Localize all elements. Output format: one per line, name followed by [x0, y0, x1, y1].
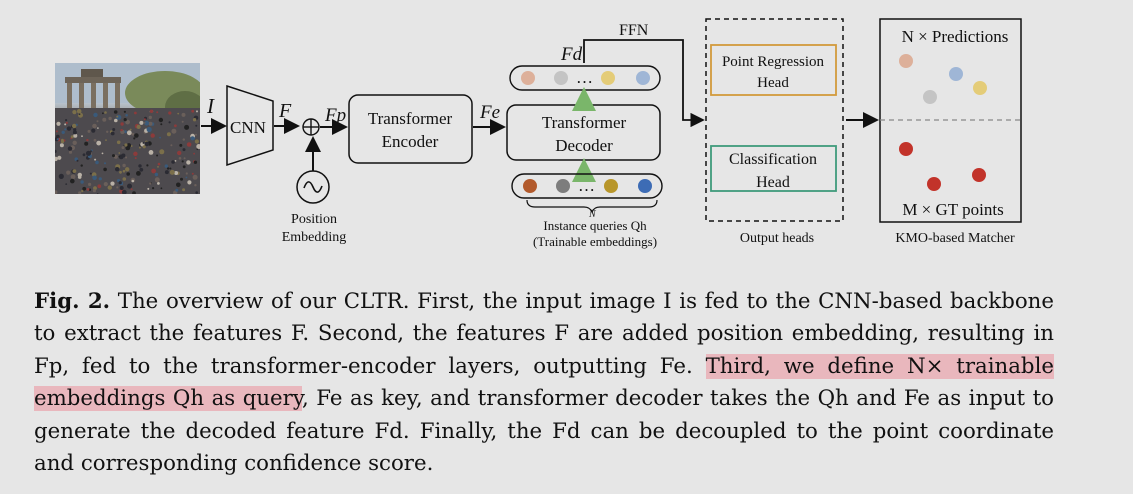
- point-regression-head: [710, 44, 837, 96]
- cls-head-label-2: Head: [756, 174, 790, 191]
- input-crowd-image: [55, 63, 200, 194]
- cls-head-label-1: Classification: [729, 151, 817, 168]
- query-dot: [523, 179, 537, 193]
- point-head-label-2: Head: [757, 75, 789, 91]
- queries-label-1: Instance queries Qh: [543, 218, 647, 233]
- prediction-dot: [899, 54, 913, 68]
- n-label: N: [588, 209, 597, 220]
- query-dot: [556, 179, 570, 193]
- cnn-block: [226, 84, 274, 167]
- gt-point-dot: [927, 177, 941, 191]
- fe-label: Fe: [479, 102, 500, 123]
- queries-brace: [526, 199, 658, 214]
- output-heads-box: [705, 18, 844, 222]
- prediction-dot: [923, 90, 937, 104]
- decoder-label-2: Decoder: [555, 136, 613, 155]
- decoded-feature-dot: [636, 71, 650, 85]
- fp-label: Fp: [324, 105, 346, 126]
- caption-label: Fig. 2.: [34, 289, 111, 314]
- gt-point-dot: [899, 142, 913, 156]
- f-label: F: [278, 100, 292, 122]
- prediction-dot: [949, 67, 963, 81]
- prediction-dot: [973, 81, 987, 95]
- classification-head: [710, 145, 837, 192]
- gt-points-label: M × GT points: [902, 200, 1003, 219]
- instance-queries-pill: [511, 173, 663, 199]
- input-label: I: [206, 94, 215, 118]
- decoded-feature-dot: [601, 71, 615, 85]
- caption-text-1: The overview of our CLTR. First, the inp…: [34, 289, 1054, 379]
- decoded-feature-dot: [554, 71, 568, 85]
- diagram-svg: I CNN F Position Embedding Fp Transforme…: [201, 18, 1022, 249]
- encoder-label-1: Transformer: [368, 109, 453, 128]
- encoder-label-2: Encoder: [382, 132, 439, 151]
- caption-text-2: , Fe as key, and transformer decoder tak…: [34, 386, 1054, 477]
- query-ellipsis: …: [578, 176, 595, 195]
- matcher-label: KMO-based Matcher: [895, 231, 1015, 246]
- position-embedding-label-1: Position: [291, 212, 337, 227]
- decoder-label-1: Transformer: [542, 113, 627, 132]
- point-head-label-1: Point Regression: [722, 54, 825, 70]
- ffn-arrow: [583, 39, 705, 128]
- transformer-encoder-block: [348, 94, 473, 164]
- predictions-label: N × Predictions: [902, 27, 1009, 46]
- queries-label-2: (Trainable embeddings): [533, 234, 657, 249]
- ffn-label: FFN: [619, 22, 649, 39]
- sine-icon: [303, 181, 323, 193]
- architecture-figure: I CNN F Position Embedding Fp Transforme…: [55, 18, 1022, 249]
- fd-label: Fd: [560, 44, 583, 65]
- query-dot: [604, 179, 618, 193]
- output-heads-label: Output heads: [740, 231, 814, 246]
- gt-point-dot: [972, 168, 986, 182]
- query-dot: [638, 179, 652, 193]
- cnn-label: CNN: [230, 118, 266, 137]
- decoded-feature-dot: [521, 71, 535, 85]
- figure-caption: Fig. 2. The overview of our CLTR. First,…: [34, 286, 1054, 480]
- position-embedding-label-2: Embedding: [282, 230, 347, 245]
- decoded-ellipsis: …: [576, 68, 593, 87]
